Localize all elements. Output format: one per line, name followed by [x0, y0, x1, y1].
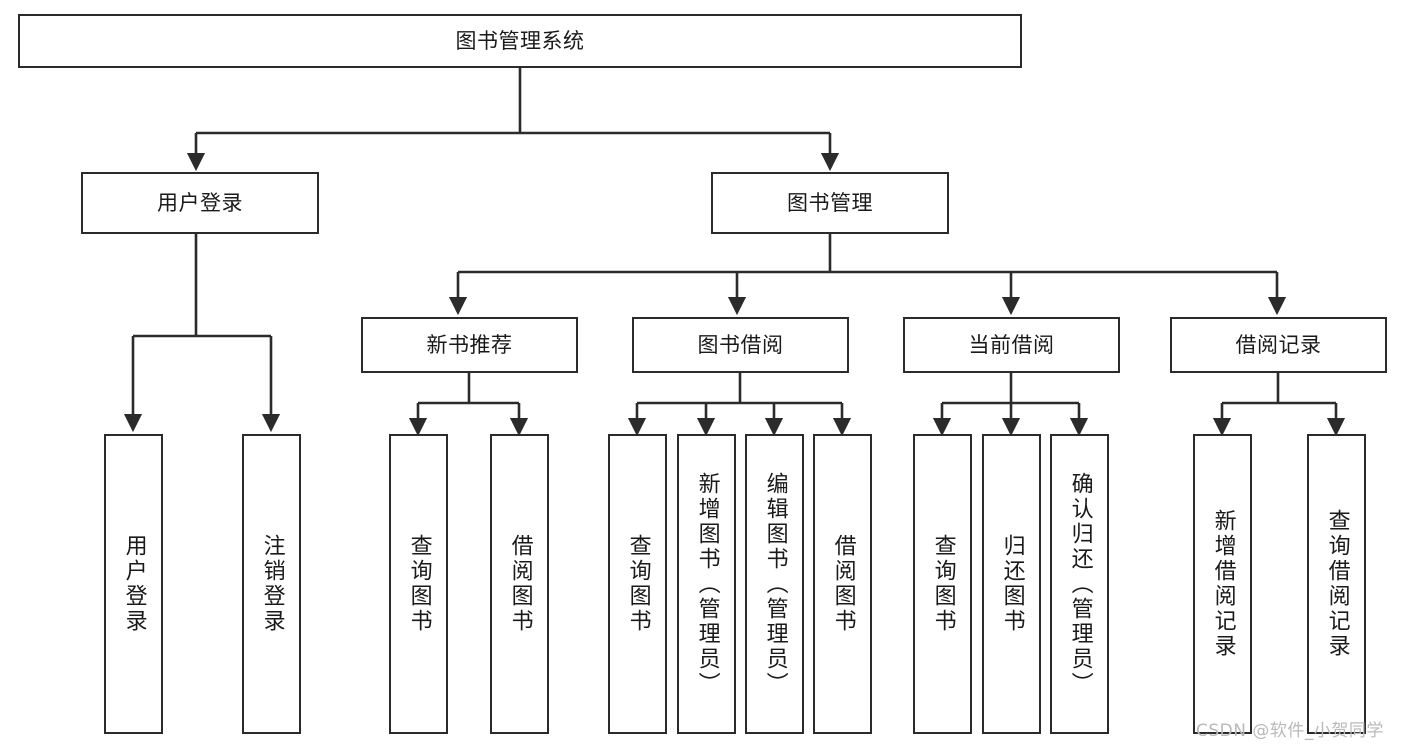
- node-label: 查询借阅记录: [1324, 509, 1350, 659]
- leaf-new-book-query-book[interactable]: 查询图书: [389, 434, 448, 734]
- node-label: 用户登录: [157, 190, 243, 215]
- leaf-borrow-query-book[interactable]: 查询图书: [608, 434, 667, 734]
- node-user-login[interactable]: 用户登录: [81, 172, 319, 234]
- node-label: 编辑图书（管理员）: [762, 471, 788, 697]
- node-label: 查询图书: [625, 534, 651, 634]
- leaf-borrow-add-book-admin[interactable]: 新增图书（管理员）: [677, 434, 736, 734]
- node-current-borrow[interactable]: 当前借阅: [903, 317, 1120, 373]
- leaf-borrow-lend-book[interactable]: 借阅图书: [813, 434, 872, 734]
- node-label: 图书管理系统: [455, 28, 585, 53]
- node-label: 新书推荐: [426, 332, 513, 357]
- node-borrow-record[interactable]: 借阅记录: [1170, 317, 1387, 373]
- leaf-borrow-edit-book-admin[interactable]: 编辑图书（管理员）: [745, 434, 804, 734]
- node-label: 借阅图书: [830, 534, 856, 634]
- node-book-borrow[interactable]: 图书借阅: [632, 317, 849, 373]
- node-new-book-recommend[interactable]: 新书推荐: [361, 317, 578, 373]
- node-label: 借阅记录: [1235, 332, 1322, 357]
- node-label: 查询图书: [930, 534, 956, 634]
- node-label: 当前借阅: [968, 332, 1055, 357]
- node-label: 确认归还（管理员）: [1067, 471, 1093, 697]
- node-label: 图书借阅: [697, 332, 784, 357]
- leaf-current-return-book[interactable]: 归还图书: [982, 434, 1041, 734]
- node-label: 新增借阅记录: [1210, 509, 1236, 659]
- leaf-record-query-record[interactable]: 查询借阅记录: [1307, 434, 1366, 734]
- node-label: 归还图书: [999, 534, 1025, 634]
- leaf-new-book-borrow-book[interactable]: 借阅图书: [490, 434, 549, 734]
- node-label: 注销登录: [259, 534, 285, 634]
- leaf-user-login-login[interactable]: 用户登录: [104, 434, 163, 734]
- leaf-user-login-logout[interactable]: 注销登录: [242, 434, 301, 734]
- leaf-current-confirm-return-admin[interactable]: 确认归还（管理员）: [1050, 434, 1109, 734]
- csdn-watermark: CSDN @软件_小贺同学: [1196, 721, 1384, 741]
- leaf-current-query-book[interactable]: 查询图书: [913, 434, 972, 734]
- node-label: 新增图书（管理员）: [694, 471, 720, 697]
- node-label: 查询图书: [406, 534, 432, 634]
- node-label: 用户登录: [121, 534, 147, 634]
- node-root-system[interactable]: 图书管理系统: [18, 14, 1022, 68]
- node-book-management[interactable]: 图书管理: [711, 172, 949, 234]
- node-label: 借阅图书: [507, 534, 533, 634]
- node-label: 图书管理: [787, 190, 873, 215]
- leaf-record-add-record[interactable]: 新增借阅记录: [1193, 434, 1252, 734]
